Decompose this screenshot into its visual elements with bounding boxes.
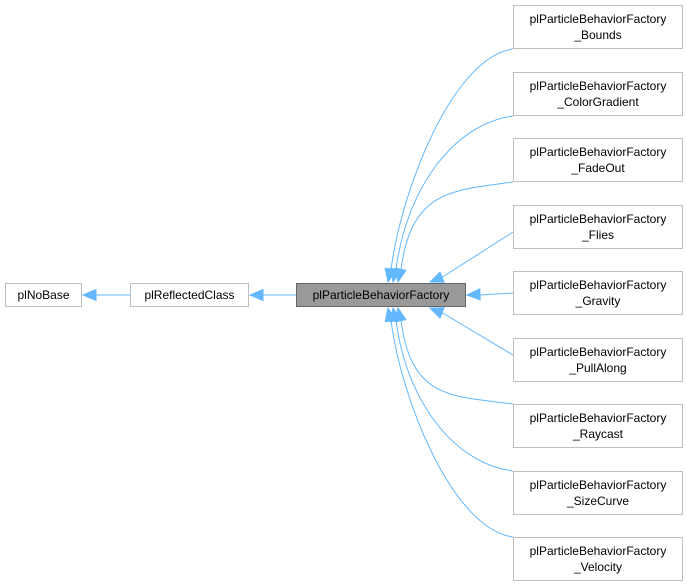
arrowhead-focus (428, 307, 445, 319)
edge-child-to-focus (395, 115, 514, 271)
node-label: plNoBase (17, 288, 70, 302)
node-label-line2: _Gravity (575, 294, 621, 308)
node-plParticleBehaviorFactory[interactable]: plParticleBehaviorFactory (296, 283, 466, 307)
node-label-line1: plParticleBehaviorFactory (529, 212, 667, 226)
node-label-line1: plParticleBehaviorFactory (529, 79, 667, 93)
arrowhead-focus (428, 271, 445, 283)
node-label: plParticleBehaviorFactory (312, 288, 450, 302)
edge-child-to-focus (400, 181, 514, 271)
edge-child-to-focus (395, 319, 514, 472)
node-child-fadeout[interactable]: plParticleBehaviorFactory _FadeOut (513, 138, 683, 182)
edge-child-to-focus (390, 48, 514, 271)
node-label-line2: _ColorGradient (557, 95, 639, 109)
edge-child-to-focus (400, 319, 514, 405)
node-label-line1: plParticleBehaviorFactory (529, 345, 667, 359)
node-child-colorgradient[interactable]: plParticleBehaviorFactory _ColorGradient (513, 72, 683, 116)
node-label-line2: _FadeOut (571, 161, 625, 175)
arrowhead-focus (384, 306, 397, 323)
arrowhead-reflected (248, 288, 264, 302)
node-plNoBase[interactable]: plNoBase (5, 283, 82, 307)
node-label-line1: plParticleBehaviorFactory (529, 145, 667, 159)
node-child-bounds[interactable]: plParticleBehaviorFactory _Bounds (513, 5, 683, 49)
node-label-line1: plParticleBehaviorFactory (529, 544, 667, 558)
arrowhead-focus (465, 288, 481, 301)
node-label-line1: plParticleBehaviorFactory (529, 411, 667, 425)
node-label-line2: _SizeCurve (566, 494, 630, 508)
node-child-pullalong[interactable]: plParticleBehaviorFactory _PullAlong (513, 338, 683, 382)
node-label-line1: plParticleBehaviorFactory (529, 278, 667, 292)
edge-child-to-focus (390, 319, 514, 538)
node-label-line2: _Bounds (574, 28, 622, 42)
node-child-gravity[interactable]: plParticleBehaviorFactory _Gravity (513, 271, 683, 315)
edge-child-to-focus (440, 231, 514, 279)
node-child-raycast[interactable]: plParticleBehaviorFactory _Raycast (513, 404, 683, 448)
node-label-line2: _Velocity (573, 560, 623, 574)
node-child-flies[interactable]: plParticleBehaviorFactory _Flies (513, 205, 683, 249)
arrowhead-base (81, 288, 97, 302)
node-child-sizecurve[interactable]: plParticleBehaviorFactory _SizeCurve (513, 471, 683, 515)
arrowhead-focus (394, 267, 407, 284)
node-label-line2: _PullAlong (569, 361, 627, 375)
node-label: plReflectedClass (144, 288, 235, 302)
edge-child-to-focus (479, 292, 514, 296)
node-label-line2: _Flies (581, 228, 614, 242)
edge-child-to-focus (440, 311, 514, 356)
node-plReflectedClass[interactable]: plReflectedClass (130, 283, 249, 307)
node-label-line1: plParticleBehaviorFactory (529, 12, 667, 26)
node-label-line2: _Raycast (572, 427, 624, 441)
node-child-velocity[interactable]: plParticleBehaviorFactory _Velocity (513, 537, 683, 581)
node-label-line1: plParticleBehaviorFactory (529, 478, 667, 492)
